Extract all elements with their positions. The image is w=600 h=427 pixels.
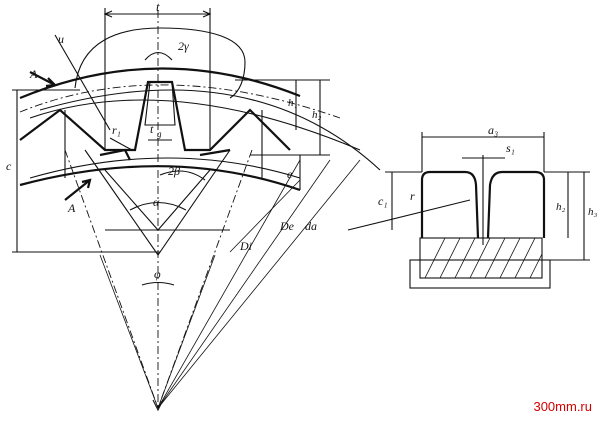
section-arrow-bottom xyxy=(64,178,92,201)
outer-arc xyxy=(19,67,301,100)
tooth-notch-left xyxy=(99,148,131,161)
apex-arrow xyxy=(152,399,164,412)
u-line xyxy=(54,34,111,131)
c1-leader xyxy=(347,199,471,231)
ray-6 xyxy=(99,254,159,409)
root-arc xyxy=(29,157,301,179)
tooth-profile xyxy=(19,80,291,152)
di-leader xyxy=(229,179,301,253)
label-a-bottom: A xyxy=(67,201,76,215)
label-a3: a₃ xyxy=(488,123,498,137)
hatched-block xyxy=(419,237,543,279)
label-s1: s₁ xyxy=(506,141,515,155)
label-c: c xyxy=(6,159,12,173)
ray-3 xyxy=(157,159,301,409)
label-h1: h₁ xyxy=(288,97,298,109)
alpha-arc xyxy=(129,201,187,211)
t-dim-arrows xyxy=(103,10,212,18)
label-e: e xyxy=(287,167,293,181)
label-two-gamma: 2γ xyxy=(178,39,189,53)
section-view xyxy=(347,132,590,289)
label-phi: φ xyxy=(154,267,161,281)
label-c1: c₁ xyxy=(378,194,388,208)
label-two-beta: 2β xyxy=(168,164,180,178)
label-tg-sub: g xyxy=(157,129,162,139)
hood-outline xyxy=(74,27,246,99)
two-gamma-arc xyxy=(144,51,173,61)
hatching xyxy=(424,237,543,279)
long-arc xyxy=(39,89,381,171)
gear-view xyxy=(12,8,381,412)
label-r1: r₁ xyxy=(112,123,121,137)
addendum-arc xyxy=(29,99,361,151)
label-r: r xyxy=(410,189,415,203)
root-arc-bold xyxy=(19,165,301,192)
right-tooth-section xyxy=(486,170,546,239)
r1-leader xyxy=(109,137,133,151)
ray-7 xyxy=(157,254,216,409)
ray-1 xyxy=(64,149,159,409)
ray-4 xyxy=(157,159,331,409)
pitch-arc xyxy=(19,84,341,119)
label-de: De xyxy=(279,219,295,233)
label-tg: t xyxy=(150,122,154,136)
label-h2-right: h₂ xyxy=(556,201,566,213)
labels: t u A A 2γ c r₁ t g h₁ h₂ 2β e α φ Di De… xyxy=(6,0,598,281)
label-h3: h₃ xyxy=(588,206,598,218)
label-a-top: A xyxy=(29,67,38,81)
watermark: 300mm.ru xyxy=(533,399,592,414)
label-di: Di xyxy=(239,239,252,253)
ray-5 xyxy=(157,159,361,409)
v-cut xyxy=(84,149,231,256)
two-beta-arc xyxy=(159,170,206,181)
tooth-inner xyxy=(144,81,176,126)
phi-arc xyxy=(141,281,175,286)
label-u: u xyxy=(58,32,64,46)
label-t: t xyxy=(156,0,160,14)
tooth-notch-right xyxy=(199,148,231,157)
base-plate xyxy=(409,259,551,289)
label-h2-left: h₂ xyxy=(312,109,322,121)
label-da: da xyxy=(305,219,317,233)
label-alpha: α xyxy=(153,195,160,209)
left-tooth-section xyxy=(420,170,480,239)
section-arrow-top xyxy=(29,71,58,88)
